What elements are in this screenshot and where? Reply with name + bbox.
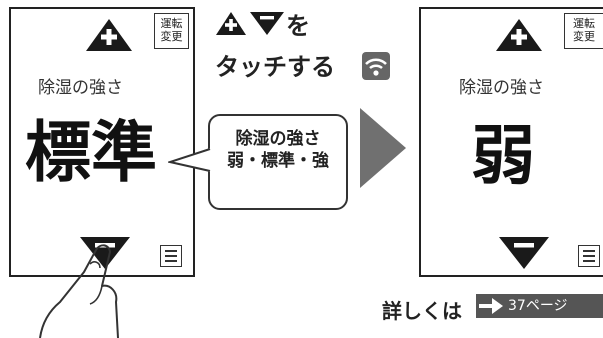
- reference-prefix: 詳しくは: [382, 299, 462, 323]
- finger-icon: [39, 244, 119, 338]
- setting-title: 除湿の強さ: [38, 78, 123, 98]
- left-screen: 運転変更 除湿の強さ 標準: [9, 7, 195, 277]
- down-triangle-icon: [250, 12, 284, 35]
- up-triangle-icon: [216, 12, 246, 35]
- bubble-line2: 弱・標準・強: [227, 151, 329, 171]
- mode-change-label-2: 運転変更: [573, 17, 595, 43]
- mode-change-button[interactable]: 運転変更: [154, 13, 189, 49]
- reference-link-label: 37ページ: [508, 298, 568, 314]
- up-button[interactable]: [496, 19, 542, 51]
- menu-icon[interactable]: [578, 245, 600, 267]
- bubble-pointer: [168, 148, 211, 172]
- current-value: 弱: [471, 120, 535, 194]
- menu-icon[interactable]: [160, 245, 182, 267]
- arrow-right-icon: [360, 108, 406, 188]
- instruction-line1-suffix: を: [286, 12, 310, 40]
- right-screen: 運転変更 除湿の強さ 弱: [419, 7, 603, 277]
- bubble-line1: 除湿の強さ: [235, 129, 321, 149]
- setting-title: 除湿の強さ: [459, 78, 544, 98]
- mode-change-label-1: 運転変更: [160, 17, 183, 43]
- mode-change-button[interactable]: 運転変更: [564, 13, 603, 49]
- wifi-icon: [362, 52, 390, 80]
- current-value: 標準: [25, 114, 157, 191]
- instruction-line2: タッチする: [215, 53, 335, 81]
- reference-link[interactable]: 37ページ: [476, 294, 603, 318]
- down-button[interactable]: [499, 237, 549, 269]
- speech-bubble: 除湿の強さ 弱・標準・強: [208, 114, 348, 210]
- link-arrow-icon: [479, 298, 503, 314]
- up-button[interactable]: [86, 19, 132, 51]
